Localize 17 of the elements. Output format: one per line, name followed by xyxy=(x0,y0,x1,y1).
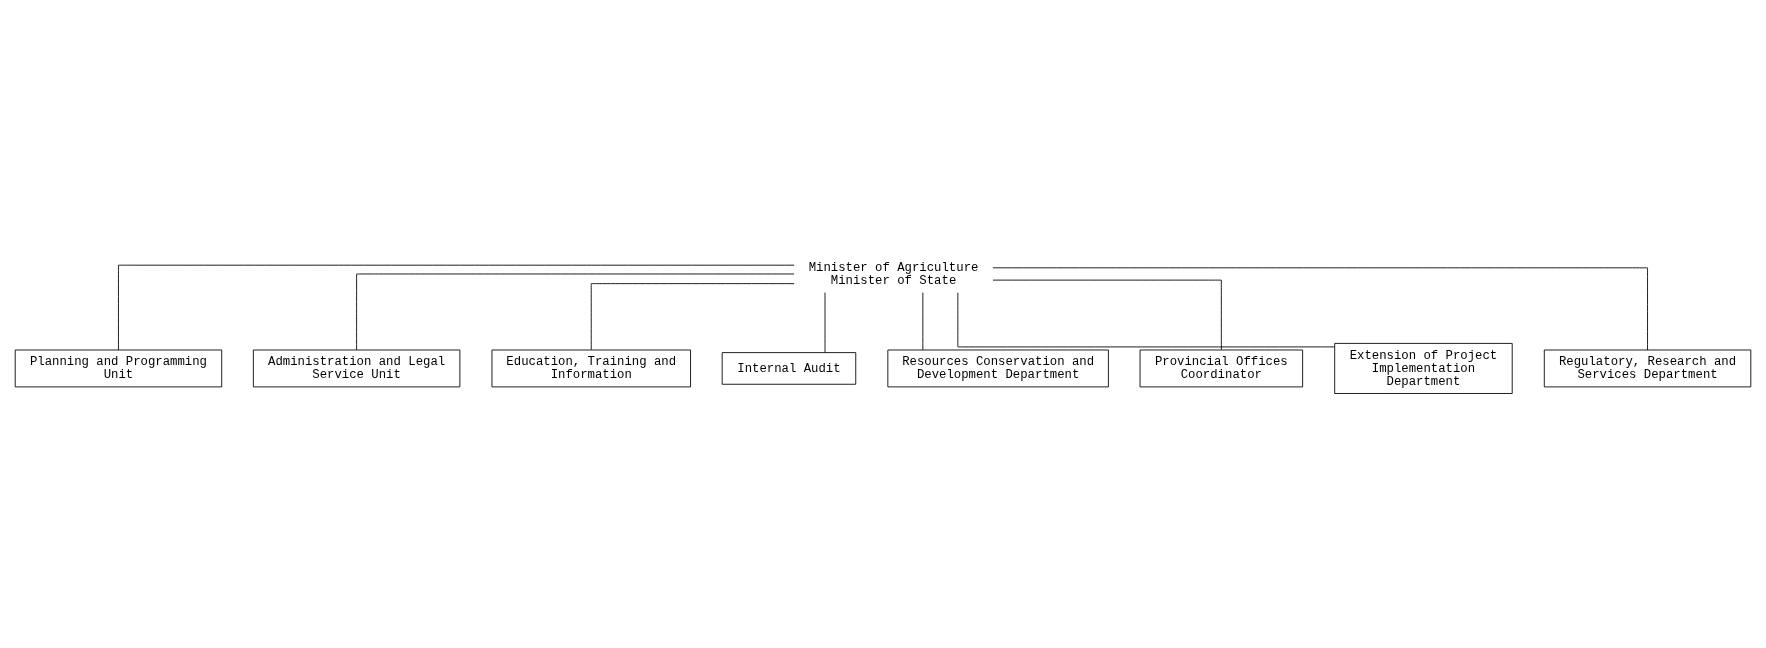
node-box: Planning and Programming Unit xyxy=(14,349,223,387)
connector xyxy=(992,279,1222,350)
node-box: Administration and Legal Service Unit xyxy=(252,349,461,387)
node-box: Education, Training and Information xyxy=(491,349,691,387)
connector xyxy=(957,291,1335,347)
connector xyxy=(118,264,795,350)
connector xyxy=(356,273,795,350)
node-box: Regulatory, Research and Services Department xyxy=(1543,349,1752,387)
connector xyxy=(590,282,795,350)
node-box: Extension of Project Implementation Department xyxy=(1334,342,1513,394)
node-box: Resources Conservation and Development Department xyxy=(887,349,1109,387)
connector xyxy=(922,291,924,350)
node-text: Minister of Agriculture Minister of State xyxy=(808,260,979,288)
node-box: Internal Audit xyxy=(721,351,857,385)
node-box: Provincial Offices Coordinator xyxy=(1139,349,1304,387)
connector xyxy=(824,291,826,353)
connector xyxy=(992,266,1648,350)
